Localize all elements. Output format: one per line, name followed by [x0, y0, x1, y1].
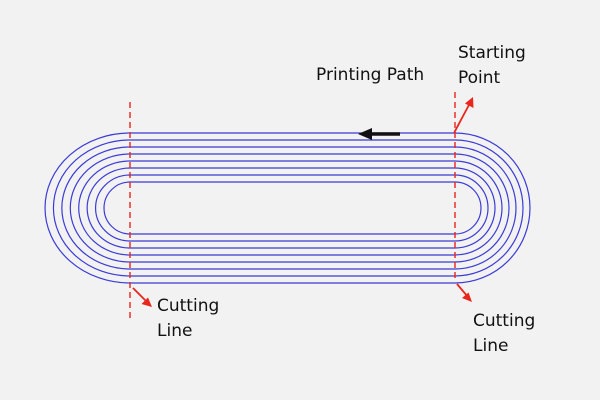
starting-point-pointer-arrow-icon	[453, 97, 474, 134]
path-loop-6	[61, 146, 517, 270]
printing-path-text: Printing Path	[316, 65, 425, 85]
path-loop-3	[86, 167, 496, 249]
cutting-line-right-text-line-1: Cutting	[473, 311, 536, 331]
printing-path-label: Printing Path	[316, 63, 424, 88]
printing-path-loops	[44, 132, 531, 284]
starting-point-text-line-1: Starting	[458, 43, 526, 63]
cutting-line-left-text-line-1: Cutting	[157, 296, 220, 316]
cutting-line-left-text-line-2: Line	[157, 321, 193, 341]
printing-direction-arrow-icon	[358, 128, 400, 140]
cutting-line-right-pointer-arrow-icon	[456, 283, 472, 302]
path-loop-1	[103, 181, 482, 235]
cutting-line-left-pointer-arrow-icon	[132, 287, 152, 307]
starting-point-text-line-2: Point	[458, 68, 501, 88]
path-loop-2	[95, 174, 489, 242]
cutting-line-right-text-line-2: Line	[473, 336, 509, 356]
cutting-line-left-label: Cutting Line	[157, 294, 219, 344]
cutting-line-right-label: Cutting Line	[473, 309, 535, 359]
path-loop-5	[69, 153, 510, 263]
starting-point-label: Starting Point	[458, 41, 526, 91]
